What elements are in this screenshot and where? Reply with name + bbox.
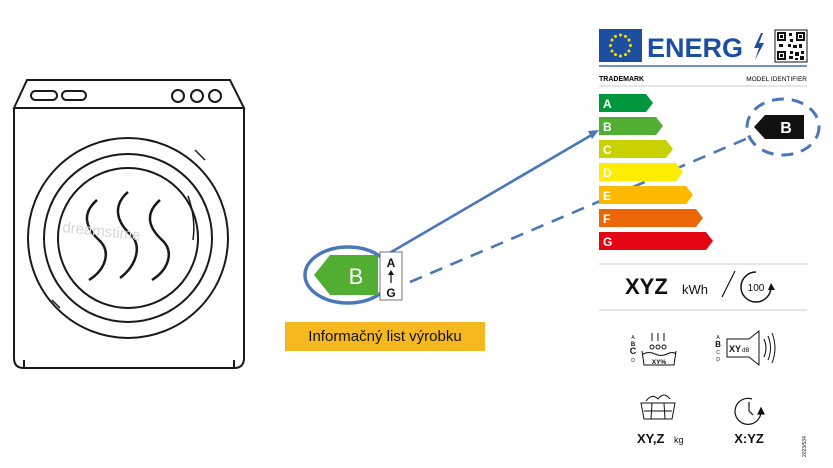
svg-text:B: B (715, 340, 721, 349)
cycles-value: 100 (748, 283, 765, 294)
class-bar-g (599, 232, 713, 250)
regulation-number: 2023/534 (802, 436, 808, 457)
class-letter-b: B (603, 120, 612, 134)
class-letter-g: G (603, 235, 612, 249)
eu-energy-label: ENERG TRADEMARK MODEL IDENTIFIER A B C D… (599, 29, 821, 457)
lightning-icon (754, 33, 764, 60)
dryer-body (13, 108, 245, 369)
svg-text:D: D (631, 358, 635, 364)
condensation-icon (641, 333, 677, 366)
dryer-illustration: dreamstime (12, 79, 246, 369)
capacity-value: XY,Z (637, 431, 665, 446)
heat-waves-icon (85, 191, 171, 282)
dryer-button-right (61, 90, 87, 101)
capacity-block: XY,Z kg (637, 394, 684, 446)
dryer-knob-3 (208, 89, 222, 103)
condensation-value: XY% (652, 359, 667, 366)
noise-unit: dB (742, 348, 749, 354)
capacity-unit: kg (674, 435, 684, 445)
scale-top-letter: A (387, 256, 396, 270)
class-arrow (314, 255, 378, 295)
class-letter-d: D (603, 166, 612, 180)
dryer-knob-1 (171, 89, 185, 103)
dryer-knob-2 (190, 89, 204, 103)
class-bar-f (599, 209, 703, 227)
selected-class-arrow (754, 115, 804, 139)
condensation-efficiency-block: A B C D XY% (630, 333, 677, 366)
scale-bottom-letter: G (386, 286, 395, 300)
speaker-icon (726, 329, 776, 367)
svg-text:D: D (716, 357, 720, 363)
eu-stars (609, 33, 632, 58)
dashed-line (409, 136, 749, 284)
clock-icon (734, 397, 765, 425)
svg-text:B: B (631, 342, 636, 348)
energy-consumption-value: XYZ (625, 274, 668, 299)
svg-text:C: C (716, 350, 720, 356)
class-bar-e (599, 186, 693, 204)
selected-class-marker: B (745, 97, 821, 157)
arrow-head-icon (588, 130, 599, 139)
duration-value: X:YZ (734, 431, 764, 446)
class-letter-a: A (603, 97, 612, 111)
small-class-indicator: B A G (303, 245, 403, 305)
class-bar-d (599, 163, 683, 181)
noise-value: XY (729, 344, 741, 354)
laundry-basket-icon (640, 394, 676, 420)
energy-consumption-unit: kWh (682, 282, 708, 297)
class-bar-b (599, 117, 663, 135)
class-letter-e: E (603, 189, 611, 203)
product-info-sheet-banner[interactable]: Informačný list výrobku (285, 322, 485, 351)
small-class-letter: B (349, 264, 364, 289)
cycles-icon (740, 271, 775, 303)
class-bar-a (599, 94, 653, 112)
dryer-button-left (30, 90, 58, 101)
svg-text:A: A (716, 335, 720, 341)
solid-arrow-line (380, 131, 596, 260)
class-letter-c: C (603, 143, 612, 157)
model-identifier-label: MODEL IDENTIFIER (746, 76, 807, 83)
svg-text:C: C (630, 346, 637, 356)
dryer-door-outer (27, 137, 229, 339)
dryer-console (12, 79, 246, 109)
selected-class-letter: B (780, 120, 792, 137)
energy-class-scale: A B C D E F G (599, 94, 713, 250)
noise-emission-block: A B C D XY dB (715, 329, 776, 367)
energy-label-title: ENERG (647, 33, 743, 63)
dryer-door-inner (57, 167, 199, 309)
qr-code-icon (774, 29, 808, 63)
class-letter-f: F (603, 212, 610, 226)
class-bar-c (599, 140, 673, 158)
programme-duration-block: X:YZ (734, 397, 765, 446)
svg-text:A: A (631, 335, 635, 341)
trademark-label: TRADEMARK (599, 76, 644, 83)
dashed-highlight-ellipse (745, 97, 821, 157)
dryer-door-mid (43, 153, 213, 323)
